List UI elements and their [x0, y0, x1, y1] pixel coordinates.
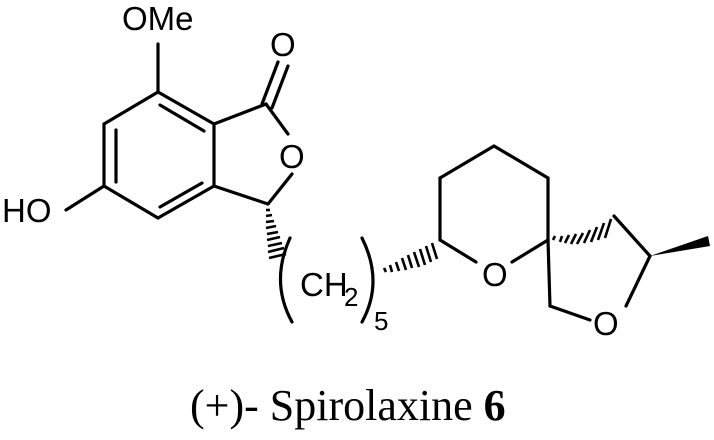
ch2-subscript: 2: [344, 282, 358, 312]
furan-bond: [624, 254, 652, 308]
furan-bond: [546, 238, 552, 308]
bond-c6-c1: [102, 90, 160, 126]
lactone-oxygen-label: O: [279, 138, 305, 175]
pyran-bond-to-o: [438, 238, 478, 264]
repeat-count: 5: [374, 306, 388, 336]
aromatic-inner-bond: [158, 181, 204, 209]
bond-c4-c5: [102, 184, 160, 220]
pyran-bond: [438, 144, 496, 180]
pyran-bond-to-o: [510, 238, 550, 264]
bond-c3-c4: [156, 184, 216, 220]
bond-carbonyl-o: [264, 102, 290, 136]
pyran-oxygen-label: O: [482, 256, 508, 293]
furan-bond: [612, 214, 652, 258]
compound-number: 6: [484, 381, 506, 430]
caption-text: (+)- Spirolaxine: [190, 381, 484, 430]
left-parenthesis: [278, 236, 294, 324]
benzene-ring: [102, 90, 216, 220]
bond-c-oh: [64, 184, 106, 212]
bond-ar-carbonyl: [212, 102, 268, 126]
carbonyl-double-bond: [270, 64, 290, 110]
aromatic-inner-bond: [158, 103, 206, 133]
hydroxyl-label: HO: [2, 192, 52, 229]
bond-o-ch: [266, 172, 294, 206]
methoxy-label: OMe: [122, 0, 194, 37]
carbonyl-oxygen-label: O: [270, 26, 296, 63]
hashed-wedge-lactone: [265, 208, 287, 260]
pyran-bond: [492, 144, 550, 180]
hashed-wedge-pyran: [382, 242, 439, 273]
tetrahydropyran-ring: [438, 144, 550, 264]
compound-caption: (+)- Spirolaxine 6: [190, 381, 506, 430]
bond-c1-c2: [156, 90, 216, 126]
carbonyl-double-bond: [260, 60, 280, 106]
hashed-wedge-spiro: [551, 218, 613, 245]
furan-oxygen-label: O: [593, 305, 619, 342]
bond-ch-ar: [212, 184, 270, 206]
right-parenthesis: [360, 236, 375, 324]
tetrahydrofuran-ring: [546, 214, 652, 322]
ch2-label: CH: [300, 266, 348, 303]
furan-bond: [548, 304, 592, 322]
methyl-solid-wedge: [650, 236, 710, 256]
lactone-ring: [212, 60, 294, 206]
